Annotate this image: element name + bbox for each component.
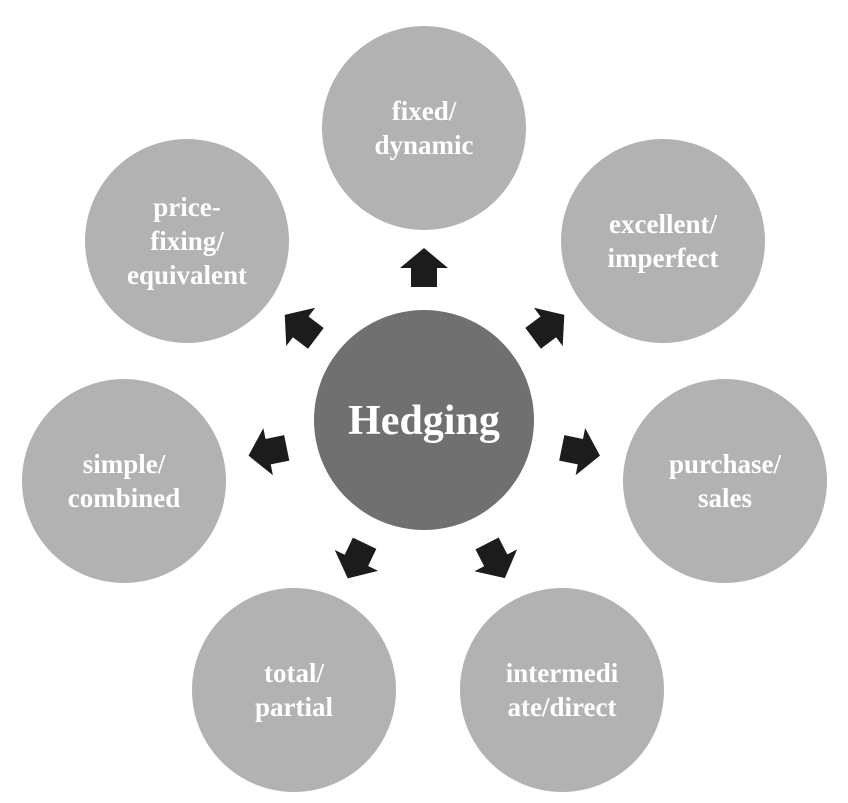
node-label-line: imperfect xyxy=(608,243,719,273)
node-label-line: equivalent xyxy=(127,260,247,290)
center-circle xyxy=(314,310,534,530)
node-circle xyxy=(322,26,526,230)
node-label-line: total/ xyxy=(264,658,324,688)
node-circle xyxy=(623,379,827,583)
node-label-line: ate/direct xyxy=(508,692,617,722)
arrow-to-excellent-imperfect xyxy=(525,307,565,349)
node-price-fixing-equivalent: price-fixing/equivalent xyxy=(85,139,289,343)
arrow-to-fixed-dynamic xyxy=(400,248,448,287)
arrow-to-simple-combined xyxy=(248,428,290,476)
node-label-line: dynamic xyxy=(374,130,473,160)
node-label-line: fixed/ xyxy=(392,96,457,126)
arrow-to-purchase-sales xyxy=(559,428,600,476)
node-label-line: excellent/ xyxy=(609,209,717,239)
arrow-to-total-partial xyxy=(334,537,379,579)
node-label-line: purchase/ xyxy=(669,449,782,479)
node-simple-combined: simple/combined xyxy=(22,379,226,583)
arrows-layer xyxy=(248,248,600,579)
node-label-line: intermedi xyxy=(506,658,619,688)
arrow-to-intermediate-direct xyxy=(474,537,518,579)
node-label-line: combined xyxy=(68,483,181,513)
node-intermediate-direct: intermedi ate/direct xyxy=(460,588,664,792)
node-circle xyxy=(22,379,226,583)
node-label-line: sales xyxy=(698,483,752,513)
center-node: Hedging xyxy=(314,310,534,530)
node-circle xyxy=(192,588,396,792)
node-circle xyxy=(561,139,765,343)
outer-nodes-layer: fixed/dynamicexcellent/imperfectpurchase… xyxy=(22,26,827,792)
node-purchase-sales: purchase/sales xyxy=(623,379,827,583)
node-label-line: partial xyxy=(255,692,333,722)
center-label: Hedging xyxy=(348,398,500,444)
node-fixed-dynamic: fixed/dynamic xyxy=(322,26,526,230)
node-circle xyxy=(460,588,664,792)
node-excellent-imperfect: excellent/imperfect xyxy=(561,139,765,343)
node-label-line: price- xyxy=(153,192,220,222)
node-label-line: simple/ xyxy=(83,449,166,479)
node-label-line: fixing/ xyxy=(150,226,224,256)
arrow-to-price-fixing-equivalent xyxy=(284,307,324,349)
node-circle xyxy=(85,139,289,343)
node-total-partial: total/partial xyxy=(192,588,396,792)
